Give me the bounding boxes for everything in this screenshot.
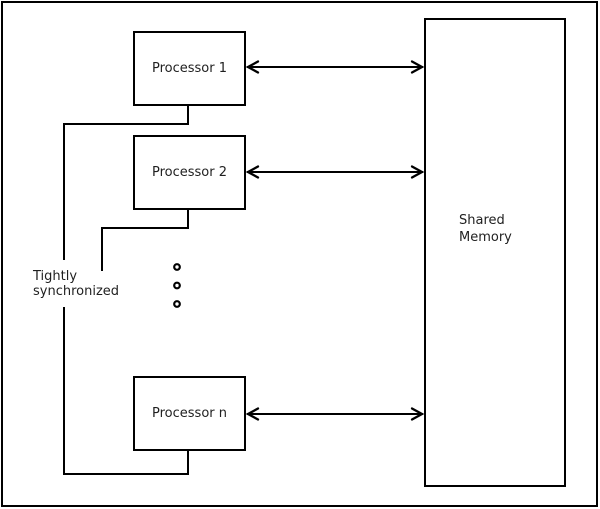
ellipsis-dots: [173, 263, 181, 308]
processor-n-box: Processor n: [133, 376, 246, 451]
processor-2-box: Processor 2: [133, 135, 246, 210]
processor-1-label: Processor 1: [151, 61, 228, 76]
processor-1-box: Processor 1: [133, 31, 246, 106]
tightly-synchronized-label: Tightly synchronized: [33, 269, 120, 299]
sync-line-processor2: [101, 210, 189, 271]
ellipsis-dot: [173, 263, 181, 271]
arrow-processor1-memory: [245, 60, 425, 74]
arrow-processorN-memory: [245, 407, 425, 421]
ellipsis-dot: [173, 300, 181, 308]
processor-2-label: Processor 2: [151, 165, 228, 180]
sync-line-processor1: [63, 106, 189, 475]
shared-memory-box: Shared Memory: [424, 18, 566, 487]
shared-memory-label: Shared Memory: [459, 213, 512, 245]
ellipsis-dot: [173, 281, 181, 290]
arrow-processor2-memory: [245, 165, 425, 179]
processor-n-label: Processor n: [152, 406, 227, 421]
